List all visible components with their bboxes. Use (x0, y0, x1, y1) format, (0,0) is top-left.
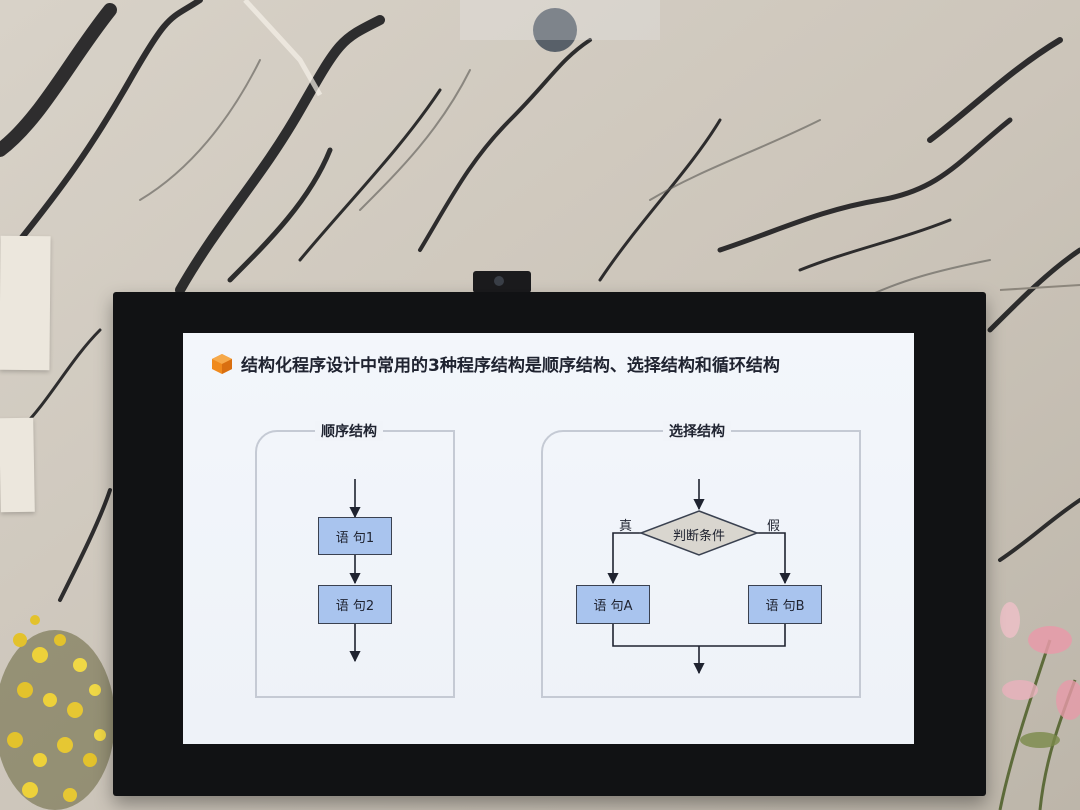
statement-2-box: 语 句2 (318, 585, 392, 624)
statement-b-box: 语 句B (748, 585, 822, 624)
flowchart-lines (183, 333, 914, 744)
paper-note (0, 418, 35, 513)
paper-note (0, 236, 51, 370)
statement-1-label: 语 句1 (336, 527, 374, 546)
statement-b-label: 语 句B (765, 595, 804, 614)
statement-a-box: 语 句A (576, 585, 650, 624)
merge-line (613, 624, 785, 646)
statement-1-box: 语 句1 (318, 517, 392, 555)
presentation-slide: 结构化程序设计中常用的3种程序结构是顺序结构、选择结构和循环结构 顺序结构 选择… (183, 333, 914, 744)
statement-a-label: 语 句A (593, 595, 632, 614)
arrow-line (613, 533, 641, 583)
false-label: 假 (767, 515, 780, 534)
arrow-line (757, 533, 785, 583)
condition-label: 判断条件 (641, 525, 757, 544)
statement-2-label: 语 句2 (336, 595, 374, 614)
webcam-lens (494, 276, 504, 286)
true-label: 真 (619, 515, 632, 534)
